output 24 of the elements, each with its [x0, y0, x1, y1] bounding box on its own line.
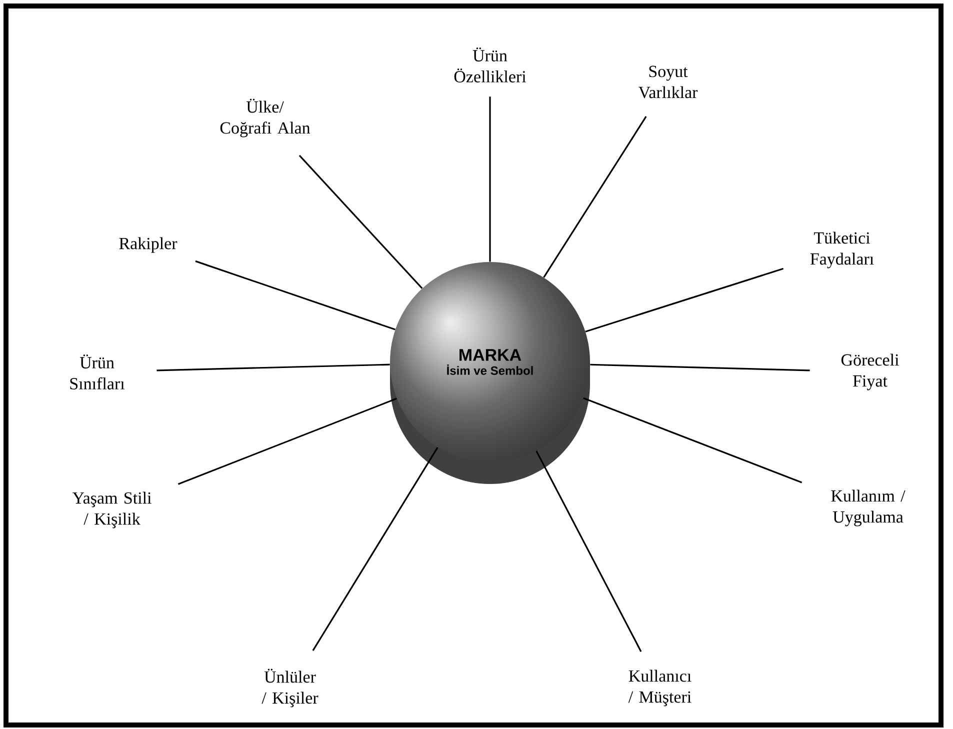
- connector-line: [585, 268, 784, 332]
- connector-line: [312, 446, 438, 652]
- connector-line: [178, 398, 397, 485]
- label-text: Kullanım / Uygulama: [831, 490, 906, 526]
- label-text: Kullanıcı / Müşteri: [628, 670, 692, 706]
- connector-line: [156, 364, 390, 372]
- connector-line: [195, 260, 396, 330]
- connector-line: [298, 154, 423, 289]
- connector-line: [583, 397, 802, 484]
- label-text: Ülke/ Coğrafi Alan: [220, 98, 310, 138]
- label-text: Ürün Sınıfları: [70, 354, 125, 390]
- label-text: Rakipler: [119, 237, 178, 253]
- label-text: Ünlüler / Kişiler: [262, 668, 318, 708]
- label-text: Yaşam Stili / Kişilik: [72, 492, 152, 528]
- label-text: Ürün Özellikleri: [454, 48, 526, 82]
- label-text: Tüketici Faydaları: [810, 232, 874, 268]
- connector-line: [536, 450, 642, 652]
- center-disc: MARKA İsim ve Sembol: [390, 262, 590, 484]
- label-text: Göreceli Fiyat: [841, 354, 899, 390]
- connector-line: [543, 116, 647, 278]
- node-label: MARKA: [460, 349, 522, 361]
- connector-line: [489, 96, 491, 262]
- label-text: Soyut Varlıklar: [638, 66, 698, 98]
- connector-line: [590, 364, 810, 372]
